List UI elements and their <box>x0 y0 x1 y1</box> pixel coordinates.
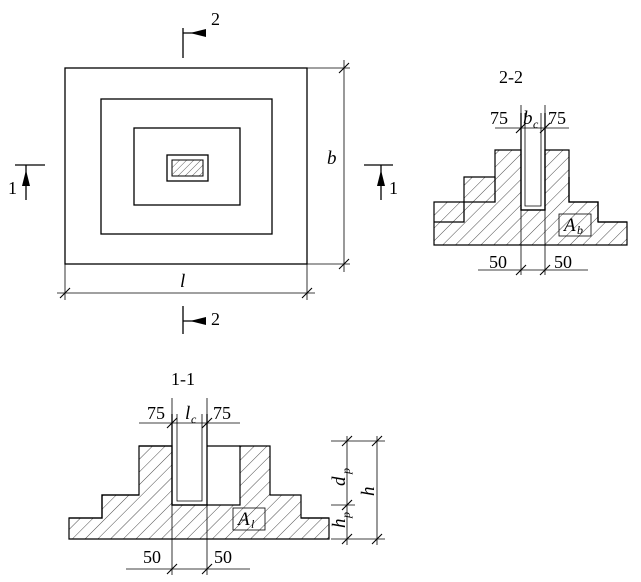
section-2-2-label-A: A <box>562 215 576 236</box>
section-1-1-title: 1-1 <box>171 369 195 389</box>
section-2-2-dim-left: 75 <box>490 108 508 128</box>
section-2-2-dim-bottom-right: 50 <box>554 252 572 272</box>
section-mark-2-top: 2 <box>182 9 220 58</box>
plan-middle-step <box>100 98 273 235</box>
section-2-2-body <box>433 149 628 246</box>
plan-inner-step <box>133 127 241 206</box>
section-1-1-label-A: A <box>236 509 250 530</box>
section-mark-bottom-label: 2 <box>211 309 220 329</box>
section-1-1-label-dp-sub: p <box>339 468 353 475</box>
section-mark-top-label: 2 <box>211 9 220 29</box>
section-2-2: 2-2 75 75 b c A b 50 50 <box>433 67 628 276</box>
section-1-1-body <box>68 445 330 540</box>
section-mark-2-bottom: 2 <box>182 306 220 334</box>
section-1-1-label-A-sub: l <box>251 517 255 531</box>
section-1-1-dim-bottom-left: 50 <box>143 547 161 567</box>
section-mark-right-label: 1 <box>389 178 398 198</box>
plan-socket-column <box>171 159 204 177</box>
plan-view: b l 2 2 1 <box>8 9 398 334</box>
section-1-1-label-h: h <box>358 487 379 497</box>
dimension-b: b <box>307 60 350 272</box>
section-1-1-label-hp: h <box>329 519 350 529</box>
plan-outer-step <box>64 67 308 265</box>
section-2-2-label-bc: b <box>523 108 533 129</box>
section-2-2-label-A-sub: b <box>577 223 583 237</box>
section-1-1-dim-bottom-right: 50 <box>214 547 232 567</box>
section-2-2-label-bc-sub: c <box>533 117 539 131</box>
section-1-1: 1-1 75 75 l c A l 50 50 <box>68 369 385 575</box>
section-mark-left-label: 1 <box>8 178 17 198</box>
section-1-1-dim-left: 75 <box>147 403 165 423</box>
section-1-1-label-lc-sub: c <box>191 412 197 426</box>
dimension-l: l <box>57 264 315 300</box>
section-1-1-label-dp: d <box>329 476 350 486</box>
section-mark-1-right: 1 <box>364 164 398 200</box>
plan-socket-outer <box>166 154 209 182</box>
label-l: l <box>180 271 185 292</box>
section-1-1-dim-right: 75 <box>213 403 231 423</box>
section-1-1-label-lc: l <box>185 403 190 424</box>
section-2-2-dim-bottom-left: 50 <box>489 252 507 272</box>
section-mark-1-left: 1 <box>8 164 45 200</box>
section-2-2-title: 2-2 <box>499 67 523 87</box>
section-1-1-label-hp-sub: p <box>339 512 353 519</box>
section-2-2-dim-right: 75 <box>548 108 566 128</box>
label-b: b <box>327 148 337 169</box>
